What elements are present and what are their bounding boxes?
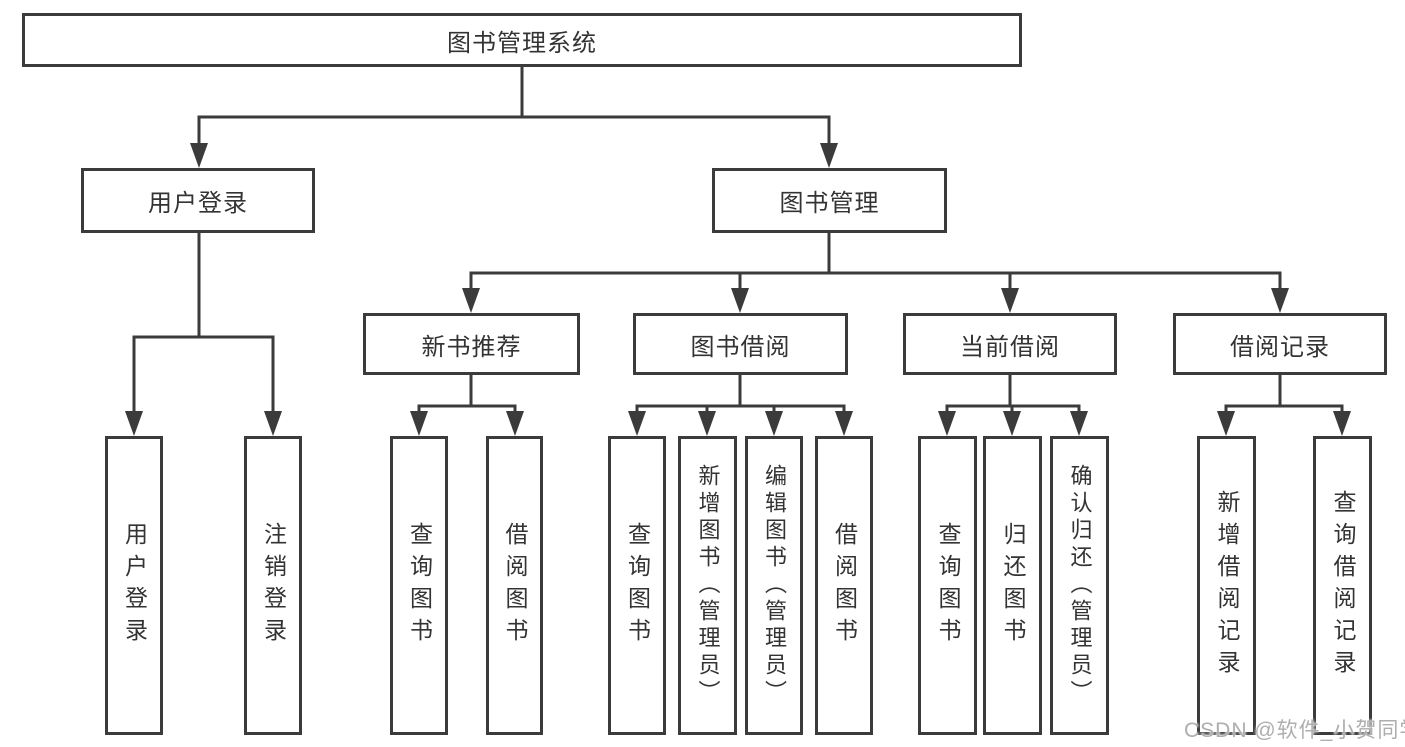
leaf-query-books-3: 查询图书 [918,436,977,735]
leaf-query-books-1: 查询图书 [390,436,448,735]
connector-root-to-level2 [190,65,838,168]
leaf-query-books-2: 查询图书 [608,436,666,735]
leaf-borrow-books-1: 借阅图书 [486,436,543,735]
leaf-add-book-admin-label: 新增图书（管理员） [695,464,721,707]
watermark: CSDN @软件_小贺同学 [1184,719,1405,742]
leaf-edit-book-admin: 编辑图书（管理员） [745,436,803,735]
leaf-query-books-3-label: 查询图书 [935,521,961,650]
leaf-user-login-label: 用户登录 [121,521,148,650]
connector-user-login-to-leaves [125,231,282,436]
leaf-borrow-books-2-label: 借阅图书 [831,521,858,650]
leaf-confirm-return-admin-label: 确认归还（管理员） [1067,464,1093,707]
node-user-login: 用户登录 [81,168,315,233]
node-current-borrow: 当前借阅 [903,313,1117,375]
connector-new-book-recommend-to-leaves [410,373,524,436]
leaf-query-borrow-record: 查询借阅记录 [1313,436,1372,735]
connector-current-borrow-to-leaves [938,373,1088,436]
connector-book-borrow-to-leaves [628,373,853,436]
leaf-add-book-admin: 新增图书（管理员） [678,436,737,735]
leaf-add-borrow-record-label: 新增借阅记录 [1214,489,1240,682]
leaf-query-books-2-label: 查询图书 [624,521,651,650]
node-book-management: 图书管理 [712,168,947,233]
leaf-query-books-1-label: 查询图书 [406,521,433,650]
node-new-book-recommend: 新书推荐 [363,313,580,375]
leaf-borrow-books-1-label: 借阅图书 [502,521,528,650]
node-root: 图书管理系统 [22,13,1022,67]
leaf-add-borrow-record: 新增借阅记录 [1197,436,1256,735]
connector-book-management-to-level3 [462,231,1289,313]
connector-borrow-records-to-leaves [1217,373,1351,436]
leaf-logout-label: 注销登录 [260,521,287,650]
leaf-confirm-return-admin: 确认归还（管理员） [1050,436,1109,735]
leaf-query-borrow-record-label: 查询借阅记录 [1330,489,1356,682]
leaf-user-login: 用户登录 [105,436,163,735]
leaf-return-books: 归还图书 [983,436,1042,735]
node-borrow-records: 借阅记录 [1173,313,1387,375]
leaf-return-books-label: 归还图书 [1000,521,1026,650]
leaf-edit-book-admin-label: 编辑图书（管理员） [762,464,787,707]
leaf-logout: 注销登录 [244,436,302,735]
node-book-borrow: 图书借阅 [633,313,848,375]
leaf-borrow-books-2: 借阅图书 [815,436,873,735]
